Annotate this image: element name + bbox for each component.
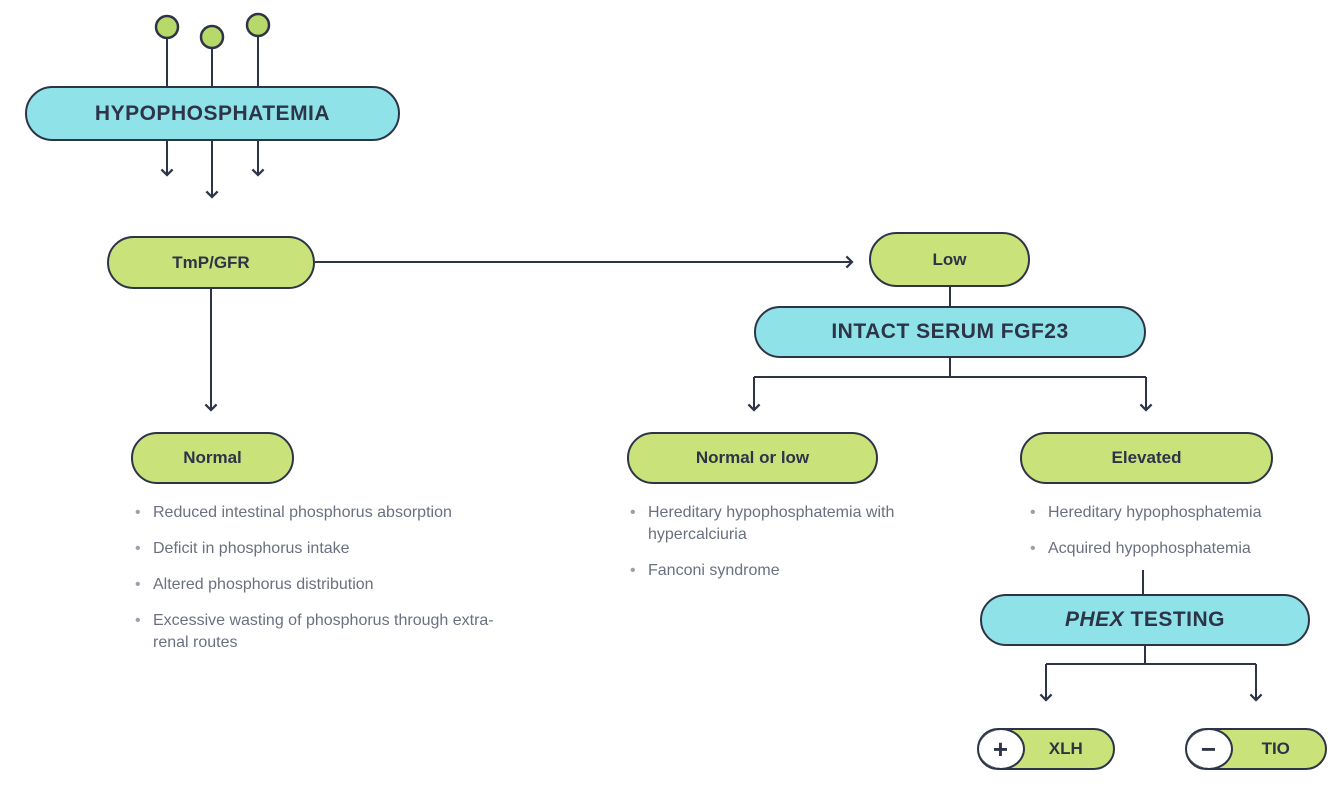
list-item: •Reduced intestinal phosphorus absorptio… — [135, 504, 452, 521]
node-hypophosphatemia: HYPOPHOSPHATEMIA — [25, 86, 400, 141]
node-tmp-gfr: TmP/GFR — [107, 236, 315, 289]
node-elevated-label: Elevated — [1111, 448, 1182, 467]
node-phex-testing-label: PHEX TESTING — [1065, 608, 1225, 632]
list-item: •Hereditary hypophosphatemia with hyperc… — [630, 504, 895, 543]
node-normal-label: Normal — [183, 448, 242, 467]
node-normal-or-low-label: Normal or low — [695, 448, 810, 467]
pin-head — [154, 14, 180, 40]
phex-testing-suffix: TESTING — [1124, 608, 1226, 631]
node-normal: Normal — [131, 432, 294, 484]
pin-head — [245, 12, 271, 38]
list-item: •Altered phosphorus distribution — [135, 576, 374, 593]
node-tmp-gfr-label: TmP/GFR — [172, 252, 250, 272]
node-elevated: Elevated — [1020, 432, 1273, 484]
normal-causes-list: •Reduced intestinal phosphorus absorptio… — [135, 502, 535, 668]
node-intact-serum-fgf23: INTACT SERUM FGF23 — [754, 306, 1146, 358]
phex-gene-name: PHEX — [1064, 608, 1125, 631]
minus-icon: − — [1187, 730, 1233, 768]
node-tio-label: TIO — [1261, 739, 1290, 758]
node-intact-serum-fgf23-label: INTACT SERUM FGF23 — [831, 320, 1069, 343]
node-low: Low — [869, 232, 1030, 287]
node-hypophosphatemia-label: HYPOPHOSPHATEMIA — [94, 101, 331, 125]
node-phex-testing: PHEX TESTING — [980, 594, 1310, 646]
list-item: •Deficit in phosphorus intake — [135, 540, 350, 557]
list-item: •Hereditary hypophosphatemia — [1030, 504, 1262, 521]
elevated-causes-list: •Hereditary hypophosphatemia •Acquired h… — [1030, 502, 1330, 574]
node-normal-or-low: Normal or low — [627, 432, 878, 484]
normal-or-low-causes-list: •Hereditary hypophosphatemia with hyperc… — [630, 502, 930, 596]
list-item: •Excessive wasting of phosphorus through… — [135, 612, 494, 651]
node-low-label: Low — [932, 249, 967, 269]
plus-icon: + — [979, 730, 1025, 768]
node-xlh-label: XLH — [1048, 739, 1083, 758]
list-item: •Fanconi syndrome — [630, 562, 780, 579]
node-tio: − TIO — [1185, 728, 1327, 770]
list-item: •Acquired hypophosphatemia — [1030, 540, 1251, 557]
pin-head — [199, 24, 225, 50]
node-xlh: + XLH — [977, 728, 1115, 770]
